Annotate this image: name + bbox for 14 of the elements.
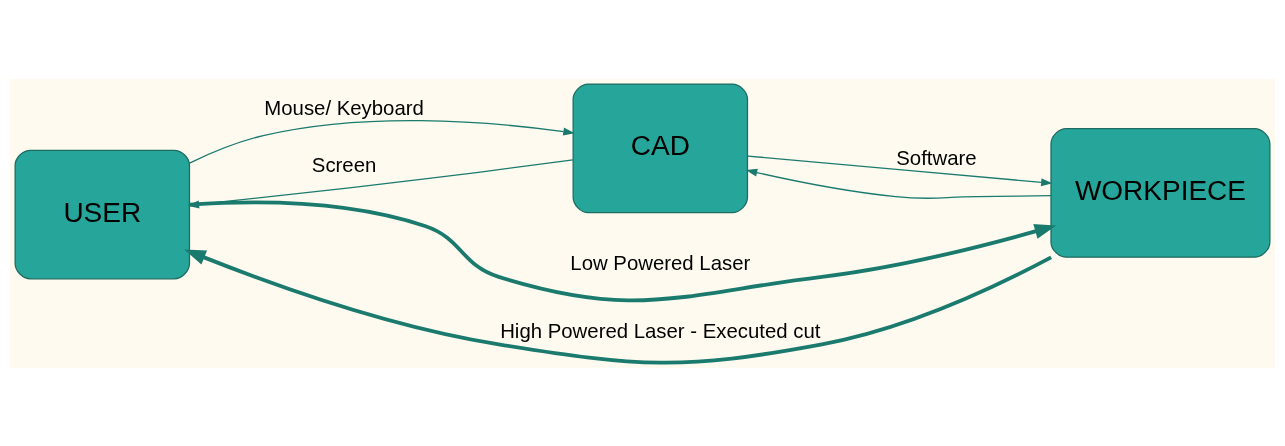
arrow [189,200,1057,302]
node-box: CAD [572,82,749,213]
arrow [184,248,1052,365]
arrow [188,119,575,164]
arrow [745,168,1052,199]
node-box: WORKPIECE [1050,127,1271,258]
edge-label: Screen [311,153,377,176]
arrow [187,158,574,208]
edge-label: High Powered Laser - Executed cut [500,319,821,342]
edge-label: Software [896,146,977,169]
node-box: USER [14,149,191,279]
arrow [747,154,1053,186]
edge-label: Low Powered Laser [570,251,751,274]
edge-label: Mouse/ Keyboard [264,96,424,119]
